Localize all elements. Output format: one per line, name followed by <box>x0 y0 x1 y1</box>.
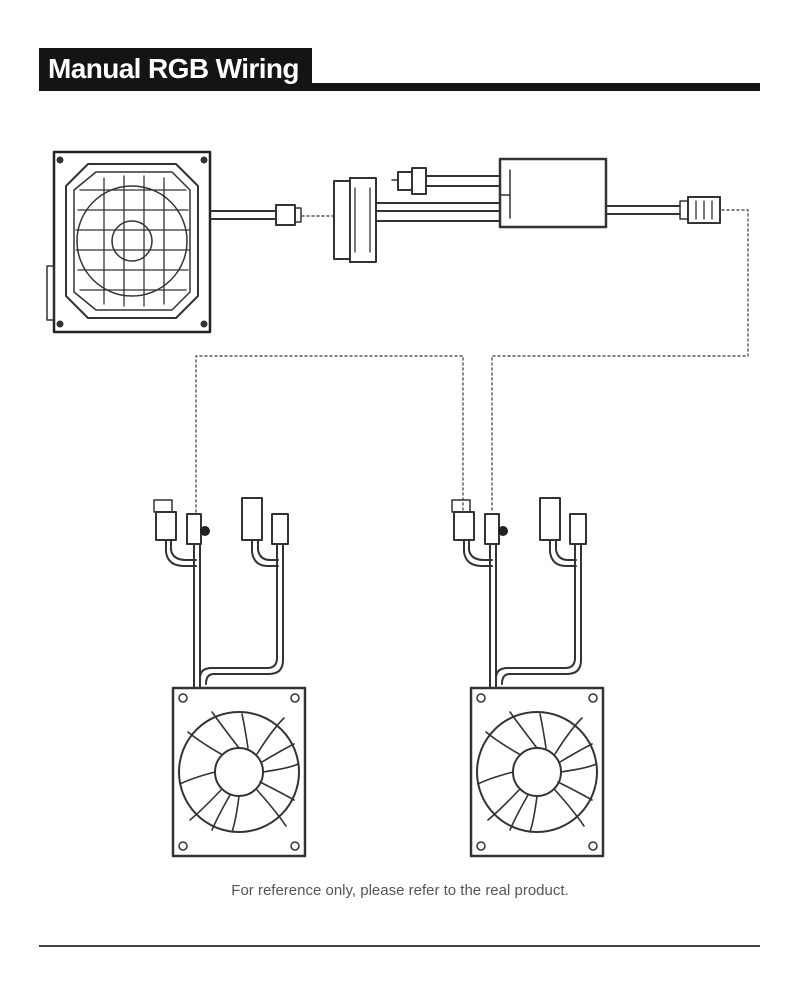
sata-to-hub-cables <box>375 202 501 222</box>
psu-icon <box>46 150 212 334</box>
fan-assembly-left <box>153 497 307 858</box>
fan-assembly-right <box>451 497 605 858</box>
connector-plug-icon <box>451 497 587 545</box>
title-rule <box>39 83 760 91</box>
footer-rule <box>39 945 760 947</box>
rgb-controller-hub-icon <box>498 157 608 229</box>
fan-icon <box>171 686 307 858</box>
sata-connector-icon <box>333 177 377 263</box>
connector-plug-icon <box>153 497 289 545</box>
connector-plug-icon <box>391 167 501 195</box>
psu-cable <box>209 204 302 226</box>
page-title: Manual RGB Wiring <box>39 48 312 90</box>
page-title-text: Manual RGB Wiring <box>48 53 299 84</box>
dotted-routing-lines <box>195 209 749 513</box>
hub-output-cable <box>605 196 721 224</box>
fan-icon <box>469 686 605 858</box>
reference-note: For reference only, please refer to the … <box>231 882 569 899</box>
